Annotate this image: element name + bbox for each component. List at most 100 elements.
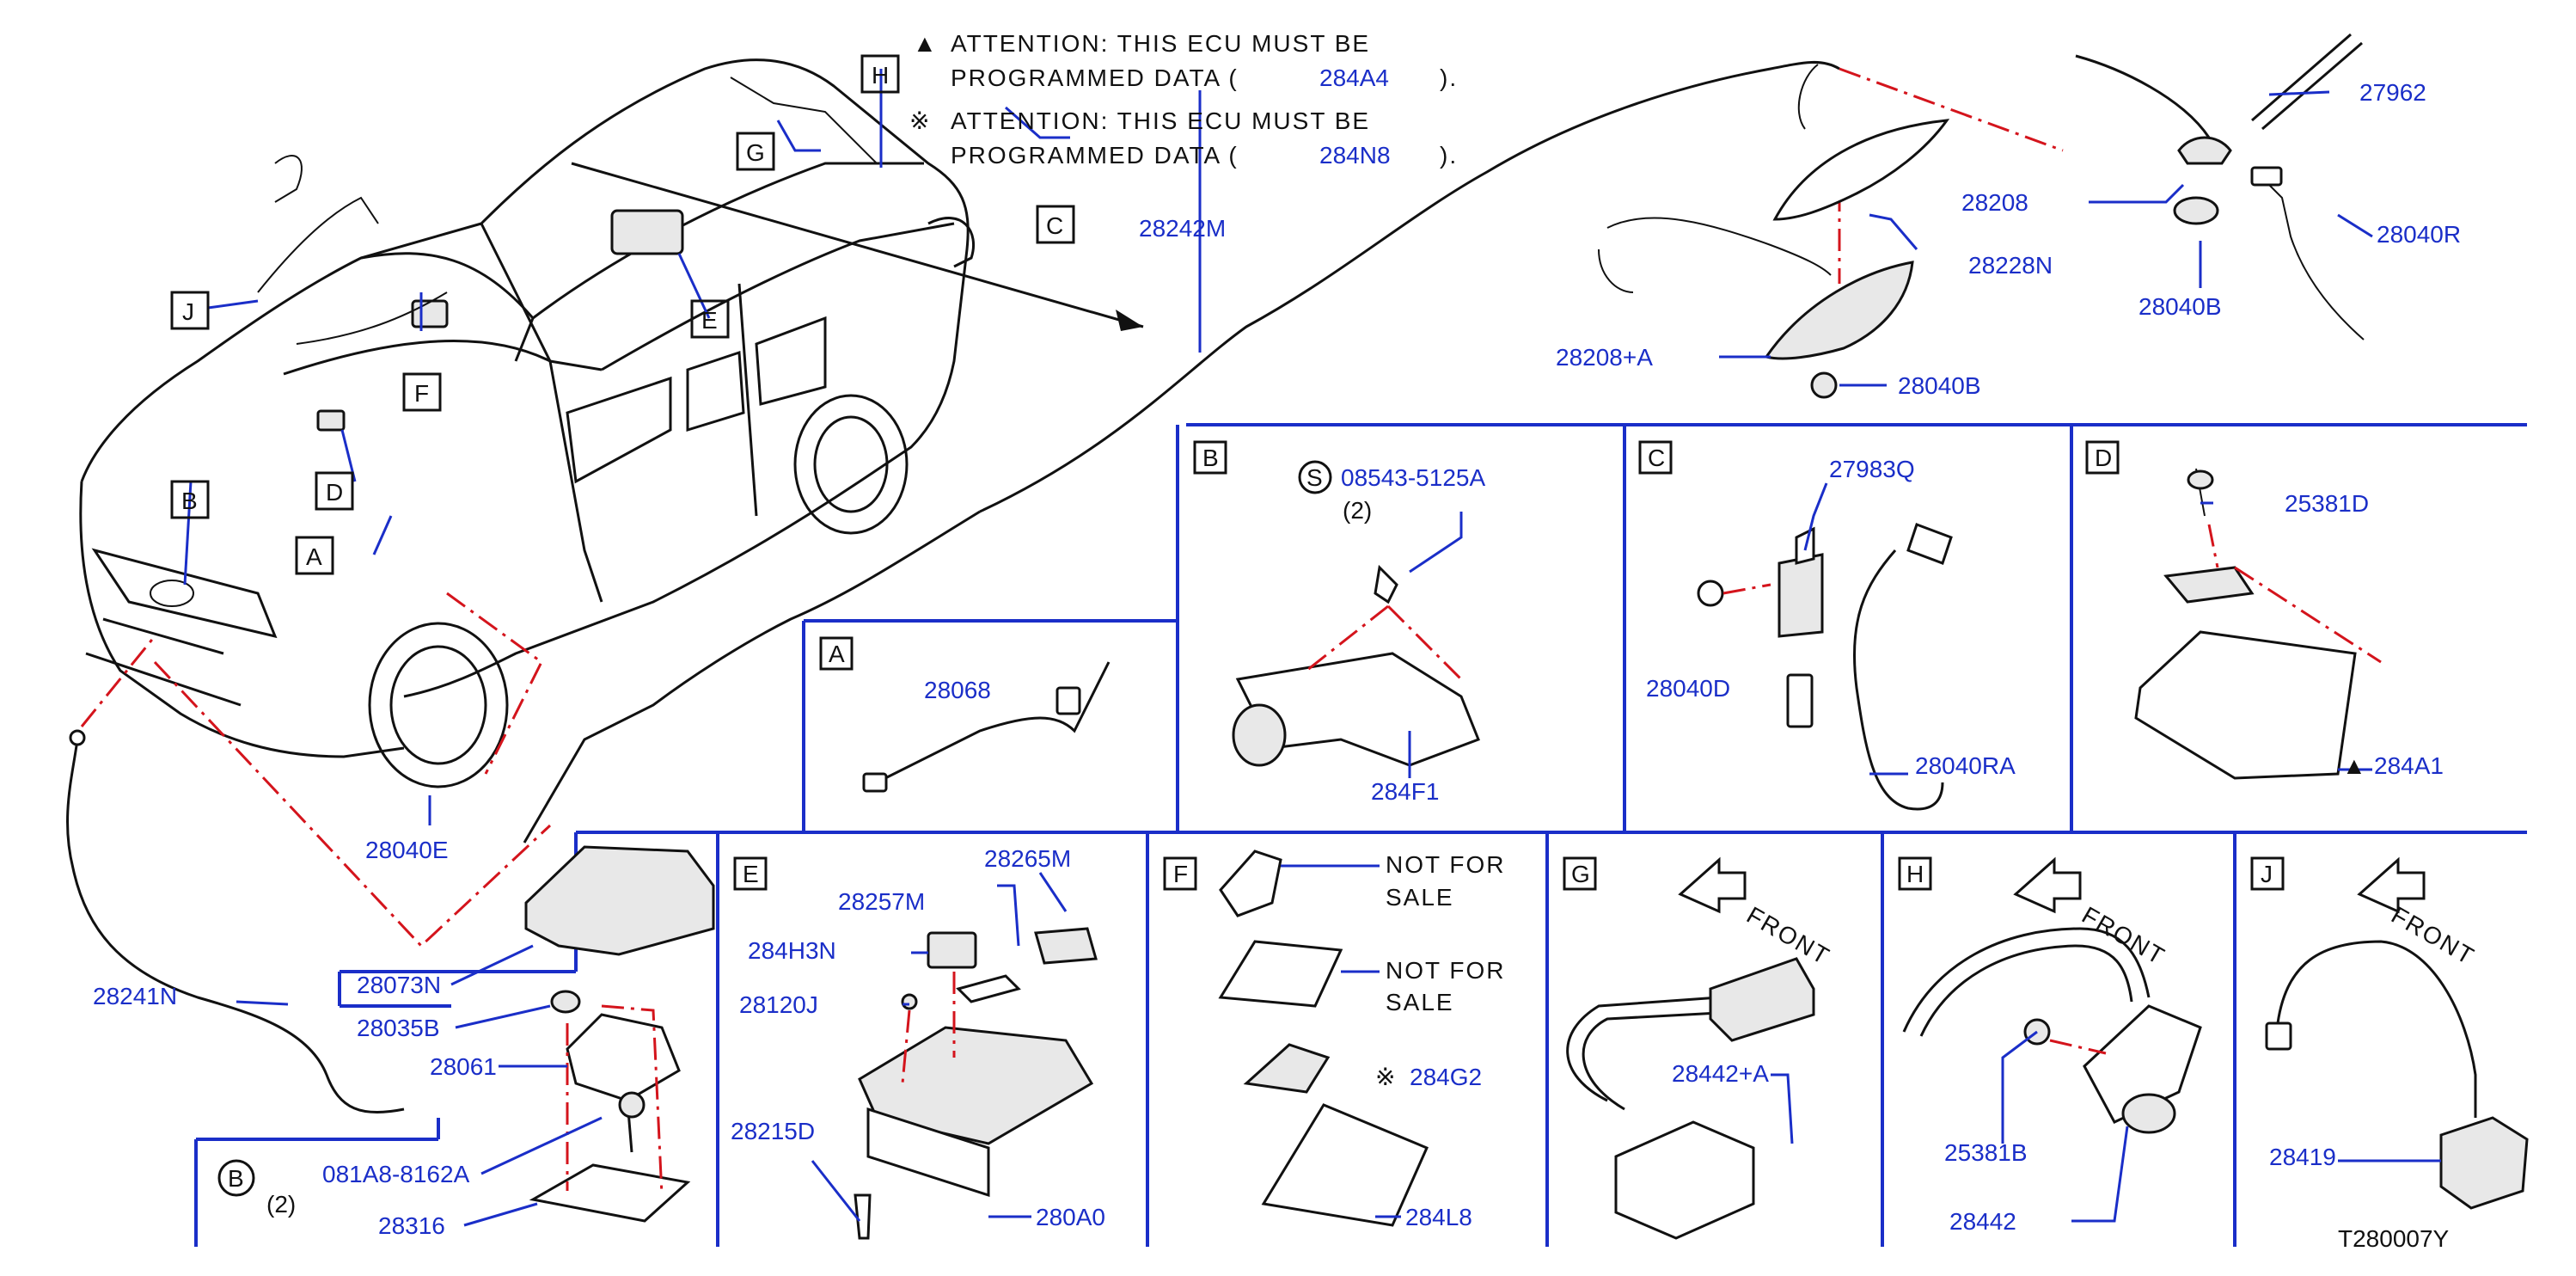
part-28040r[interactable]: 28040R (2377, 221, 2461, 248)
front-indicator-j: FRONT (2387, 901, 2480, 970)
note1-code: 284A4 (1319, 64, 1389, 91)
part-28257m[interactable]: 28257M (838, 888, 925, 915)
panel-d-drawing (2134, 468, 2382, 780)
b-symbol-circle (217, 1159, 255, 1197)
svg-text:G: G (746, 139, 765, 166)
part-28040b-top[interactable]: 28040B (2139, 293, 2222, 320)
part-28040e[interactable]: 28040E (365, 837, 449, 863)
callout-b[interactable]: B (170, 480, 210, 519)
panel-g-label: G (1571, 861, 1590, 887)
panel-d: D 25381D ▲ 284A1 (2085, 440, 2444, 779)
part-28120j[interactable]: 28120J (739, 991, 818, 1018)
panel-d-label: D (2095, 445, 2112, 471)
svg-text:E: E (701, 307, 718, 334)
panel-c-label: C (1648, 445, 1665, 471)
svg-text:B: B (181, 488, 198, 514)
panel-j: J FRONT 28419 (2250, 856, 2480, 1170)
svg-text:H: H (872, 62, 889, 89)
callout-e[interactable]: E (690, 299, 730, 339)
svg-text:A: A (306, 543, 322, 570)
screw-qty: (2) (1343, 497, 1372, 524)
part-28208-a[interactable]: 28208+A (1556, 344, 1653, 371)
callout-h[interactable]: H (860, 54, 900, 94)
antenna-assembly (1598, 33, 2365, 399)
part-28073n[interactable]: 28073N (357, 972, 441, 998)
panel-a-drawing (862, 661, 1111, 793)
part-08543-5125a[interactable]: 08543-5125A (1341, 464, 1485, 491)
part-284g2[interactable]: 284G2 (1410, 1064, 1482, 1090)
part-28040d[interactable]: 28040D (1646, 675, 1730, 702)
part-28265m[interactable]: 28265M (984, 845, 1071, 872)
part-081a8-8162a[interactable]: 081A8-8162A (322, 1161, 470, 1187)
screw-symbol: S (1306, 464, 1323, 491)
note1-line2-prefix: PROGRAMMED DATA ( (951, 64, 1239, 91)
svg-text:C: C (1046, 212, 1063, 239)
part-284l8[interactable]: 284L8 (1405, 1204, 1472, 1230)
part-28316[interactable]: 28316 (378, 1212, 445, 1239)
part-28040b[interactable]: 28040B (1898, 372, 1981, 399)
panel-g-label-box (1563, 856, 1597, 891)
part-284h3n[interactable]: 284H3N (748, 937, 836, 964)
panel-d-label-box (2085, 440, 2120, 475)
panel-b-label-box (1193, 440, 1227, 475)
panel-h-drawing (1902, 856, 2202, 1134)
part-25381d[interactable]: 25381D (2285, 490, 2369, 517)
part-28241n[interactable]: 28241N (93, 983, 177, 1009)
part-284a1[interactable]: 284A1 (2374, 752, 2444, 779)
attention-notes: ▲ ATTENTION: THIS ECU MUST BE PROGRAMMED… (909, 30, 1458, 169)
not-for-sale-1-line1: NOT FOR (1386, 851, 1505, 878)
panel-grid (194, 423, 2527, 1247)
panel-j-drawing (2265, 856, 2529, 1210)
panel-e-label: E (743, 861, 759, 887)
part-28419[interactable]: 28419 (2269, 1144, 2336, 1170)
svg-text:F: F (414, 380, 429, 407)
part-25381b[interactable]: 25381B (1944, 1139, 2028, 1166)
part-27962[interactable]: 27962 (2359, 79, 2426, 106)
panel-e-label-box (733, 856, 768, 891)
harness-28241n (66, 739, 405, 1114)
b-symbol: B (228, 1165, 244, 1192)
panel-left-drawing (524, 845, 715, 1223)
panel-h-label: H (1906, 861, 1924, 887)
front-indicator-g: FRONT (1742, 901, 1835, 970)
front-indicator-h: FRONT (2077, 901, 2170, 970)
panel-c: C 27983Q 28040D 28040RA (1638, 440, 2016, 779)
note1-line1: ATTENTION: THIS ECU MUST BE (951, 30, 1370, 57)
callout-a[interactable]: A (295, 536, 334, 575)
part-28068[interactable]: 28068 (924, 677, 991, 703)
callout-f[interactable]: F (402, 372, 442, 412)
panel-a: A 28068 (819, 636, 991, 703)
figure-id: T280007Y (2338, 1225, 2450, 1252)
callout-j[interactable]: J (170, 291, 210, 330)
part-28040ra[interactable]: 28040RA (1915, 752, 2016, 779)
part-28442[interactable]: 28442 (1949, 1208, 2016, 1235)
part-28061[interactable]: 28061 (430, 1053, 497, 1080)
not-for-sale-1-line2: SALE (1386, 884, 1454, 911)
part-28035b[interactable]: 28035B (357, 1015, 440, 1041)
part-280a0[interactable]: 280A0 (1036, 1204, 1105, 1230)
main-callouts: H G C E J F D B (170, 54, 1075, 575)
part-28442-a[interactable]: 28442+A (1672, 1060, 1769, 1087)
harness-28242m (979, 61, 1840, 513)
part-28228n[interactable]: 28228N (1968, 252, 2053, 279)
part-28215d[interactable]: 28215D (731, 1118, 815, 1144)
panel-c-drawing (1697, 523, 1953, 811)
note1-line2-suffix: ). (1440, 64, 1458, 91)
not-for-sale-2-line1: NOT FOR (1386, 957, 1505, 984)
part-284f1[interactable]: 284F1 (1371, 778, 1439, 805)
part-28208[interactable]: 28208 (1961, 189, 2028, 216)
part-27983q[interactable]: 27983Q (1829, 456, 1915, 482)
callout-g[interactable]: G (736, 132, 775, 171)
direction-arrow (571, 162, 1144, 328)
note2-line1: ATTENTION: THIS ECU MUST BE (951, 107, 1370, 134)
panel-a-label: A (829, 641, 845, 667)
panel-f: F NOT FOR SALE NOT FOR SALE ※ 284G2 284L… (1163, 851, 1505, 1230)
note1-symbol: ▲ (913, 30, 937, 57)
b-qty: (2) (266, 1191, 296, 1218)
part-28242m[interactable]: 28242M (1139, 215, 1226, 242)
panel-j-label-box (2250, 856, 2285, 891)
callout-c[interactable]: C (1036, 205, 1075, 244)
callout-d[interactable]: D (315, 471, 354, 511)
panel-j-label: J (2261, 861, 2273, 887)
